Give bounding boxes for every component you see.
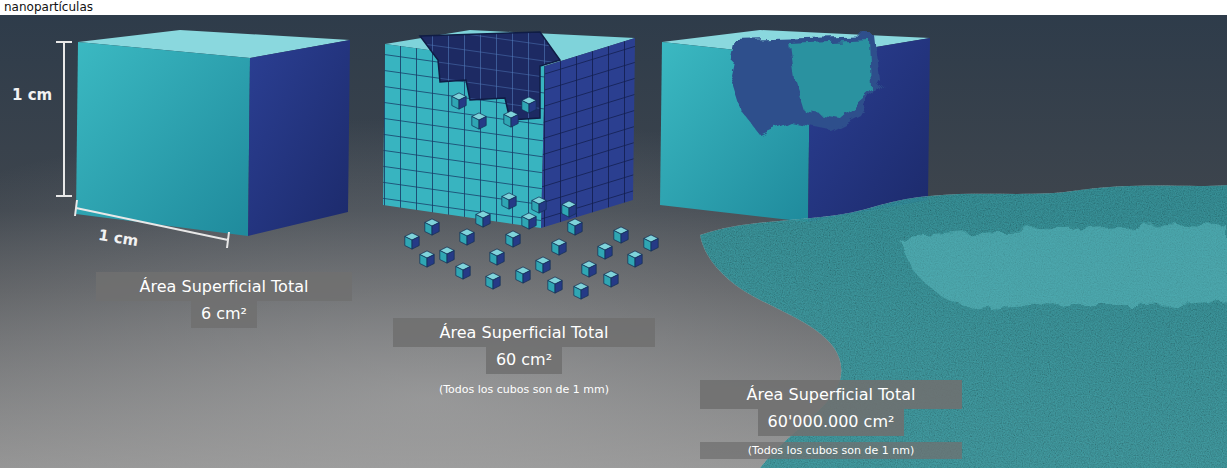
- surface-area-box: Área Superficial Total6 cm²: [96, 272, 352, 328]
- note-text: (Todos los cubos son de 1 nm): [700, 442, 962, 459]
- heading-text: Área Superficial Total: [393, 318, 655, 347]
- surface-area-box: Área Superficial Total60'000.000 cm² (Tod…: [700, 380, 962, 459]
- heading-text: Área Superficial Total: [96, 272, 352, 301]
- value-text: 6 cm²: [191, 301, 257, 328]
- value-text: 60 cm²: [486, 347, 562, 374]
- heading-text: Área Superficial Total: [700, 380, 962, 409]
- dimension-label: 1 cm: [97, 226, 140, 250]
- value-text: 60'000.000 cm²: [758, 409, 905, 436]
- surface-area-box: Área Superficial Total60 cm² (Todos los c…: [393, 318, 655, 398]
- dimension-label: 1 cm: [12, 86, 52, 104]
- note-text: (Todos los cubos son de 1 mm): [431, 381, 617, 398]
- page-heading-fragment: nanopartículas: [4, 0, 93, 14]
